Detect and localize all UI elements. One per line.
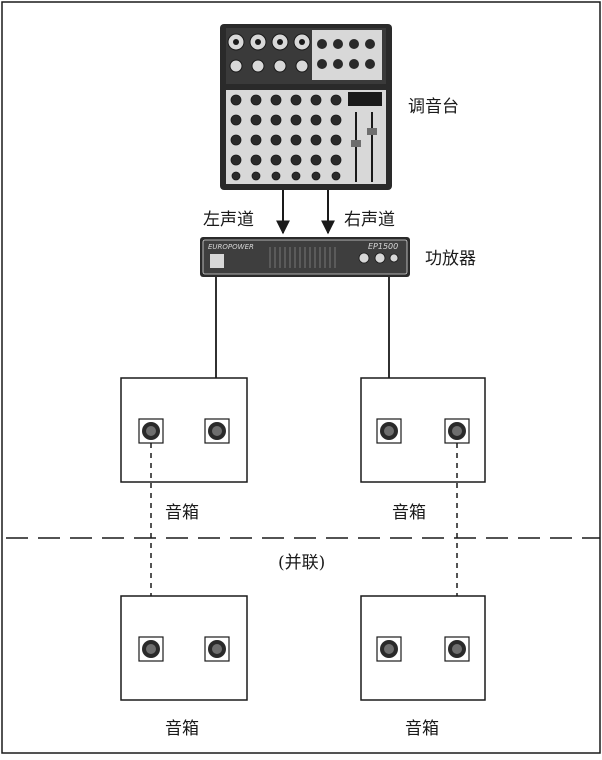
right-channel-label: 右声道 bbox=[344, 210, 395, 230]
speaker-bottom-left-terminal-left bbox=[138, 636, 164, 662]
amplifier-brand-text: EUROPOWER bbox=[208, 243, 254, 251]
left-channel-label: 左声道 bbox=[203, 210, 254, 230]
speaker-top-left-terminal-left bbox=[138, 418, 164, 444]
speaker-top-right-terminal-right bbox=[444, 418, 470, 444]
speaker-top-left-terminal-right bbox=[204, 418, 230, 444]
parallel-label: (并联) bbox=[278, 553, 326, 573]
amplifier-label: 功放器 bbox=[425, 249, 476, 269]
mixer-device bbox=[220, 24, 392, 190]
speaker-bottom-right-terminal-right bbox=[444, 636, 470, 662]
speaker-label-top-left: 音箱 bbox=[165, 503, 199, 523]
speaker-top-right-terminal-left bbox=[376, 418, 402, 444]
speaker-label-top-right: 音箱 bbox=[392, 503, 426, 523]
speaker-label-bottom-left: 音箱 bbox=[165, 719, 199, 739]
speaker-bottom-left-terminal-right bbox=[204, 636, 230, 662]
amplifier-device: EUROPOWER EP1500 bbox=[200, 237, 410, 277]
speaker-bottom-right-terminal-left bbox=[376, 636, 402, 662]
amplifier-model-text: EP1500 bbox=[368, 242, 398, 251]
mixer-label: 调音台 bbox=[408, 97, 459, 117]
speaker-label-bottom-right: 音箱 bbox=[405, 719, 439, 739]
